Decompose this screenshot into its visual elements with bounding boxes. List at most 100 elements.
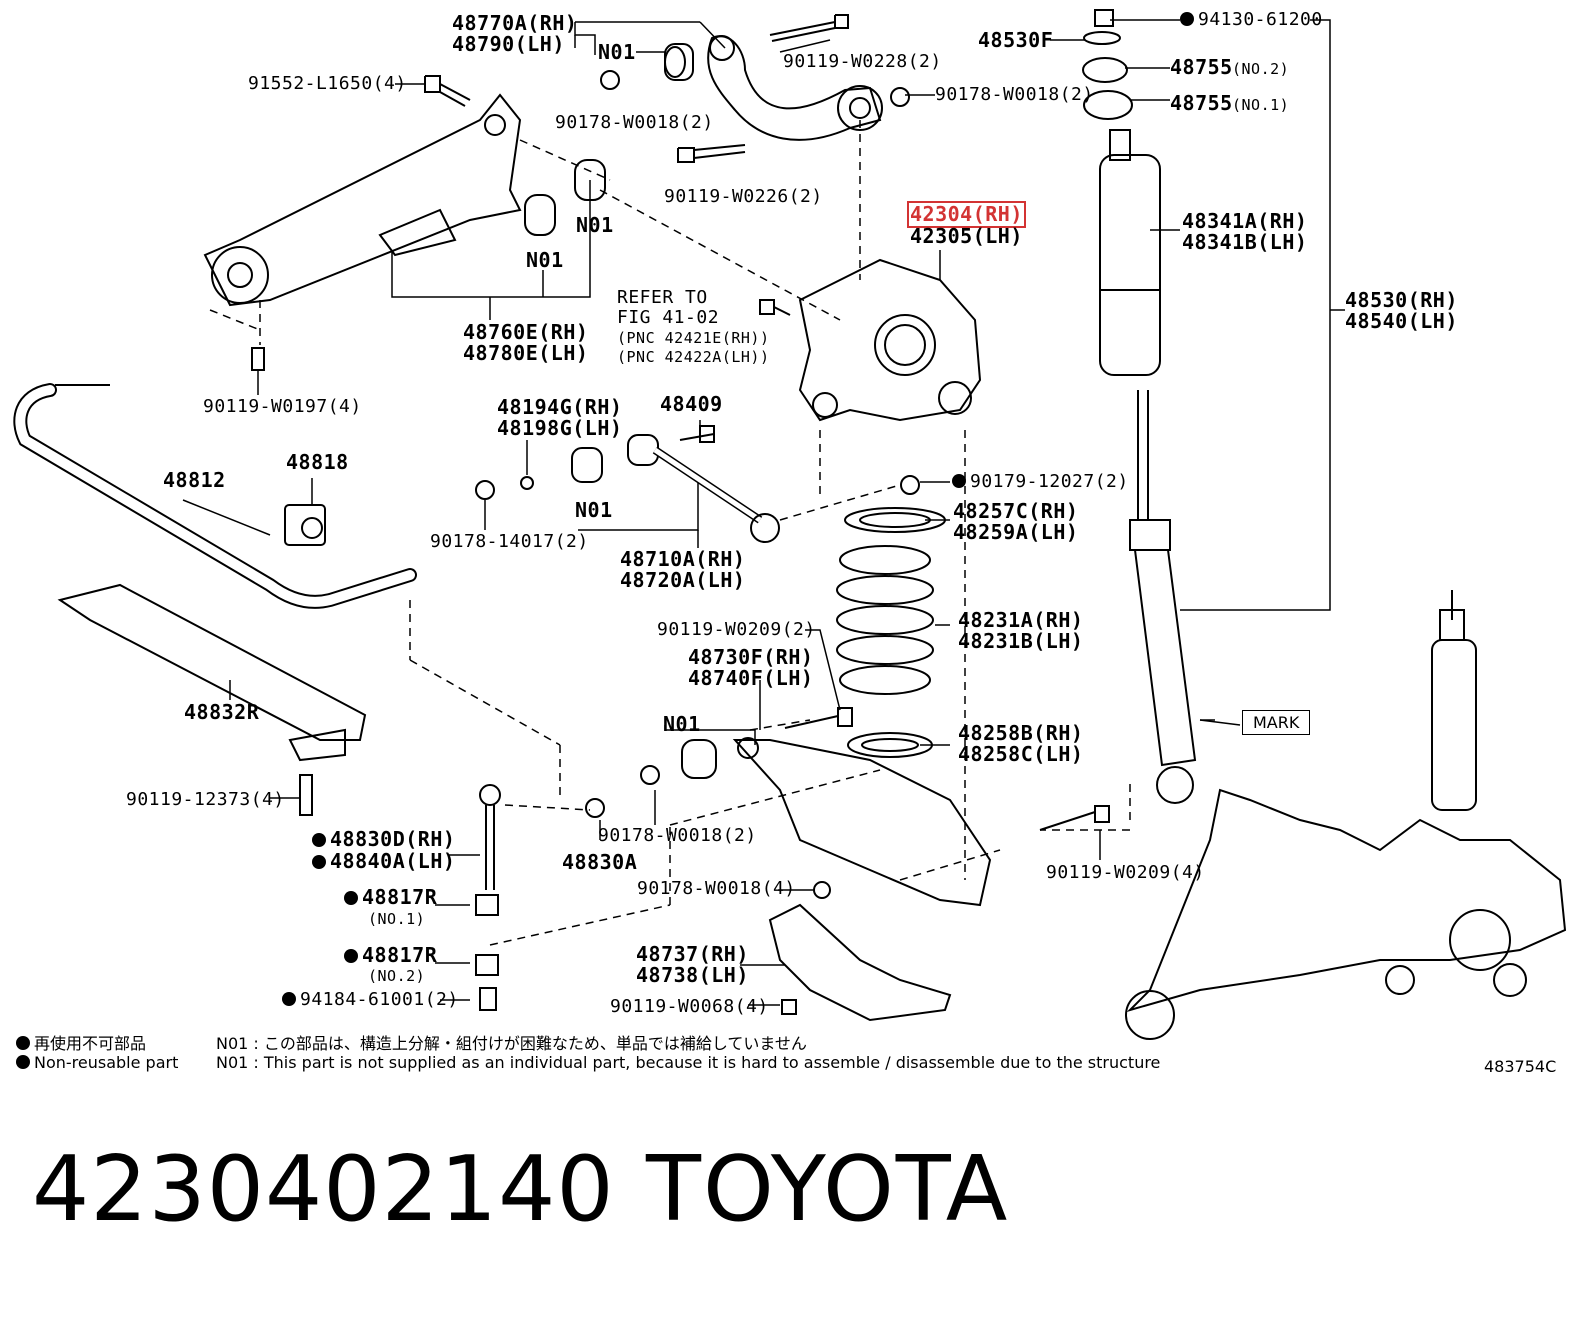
stabilizer-bar-48812 [13, 383, 417, 609]
label-48755-no2: 48755 [1170, 55, 1233, 79]
label-48530: 48530(RH) [1345, 288, 1458, 312]
toe-control-arm-48710a [627, 434, 780, 543]
label-48830a: 48830A [562, 850, 638, 874]
non-reusable-dot-icon [16, 1036, 30, 1050]
label-48257c: 48257C(RH) [953, 499, 1079, 523]
label-no2-b: (NO.2) [368, 967, 426, 985]
label-42304-highlighted: 42304(RH) [907, 201, 1026, 228]
label-48832r: 48832R [184, 700, 260, 724]
label-48730f: 48730F(RH) [688, 645, 814, 669]
label-90119-w0228: 90119-W0228(2) [783, 51, 942, 72]
label-48341b: 48341B(LH) [1182, 230, 1308, 254]
label-48341a: 48341A(RH) [1182, 209, 1308, 233]
label-no1-b: (NO.1) [368, 910, 426, 928]
bolts [251, 14, 1110, 1015]
label-no2-a: (NO.2) [1232, 60, 1290, 78]
legend-jp-text: 再使用不可部品 [34, 1034, 147, 1053]
label-48830d: 48830D(RH) [312, 829, 455, 850]
label-48812: 48812 [163, 468, 226, 492]
non-reusable-dot-icon [344, 891, 358, 905]
assembled-suspension-view [1125, 590, 1567, 1040]
bushings-n01-48760e [524, 159, 606, 236]
label-48194g: 48194G(RH) [497, 395, 623, 419]
label-48231b: 48231B(LH) [958, 629, 1084, 653]
label-90119-w0197: 90119-W0197(4) [203, 396, 362, 417]
label-94184-text: 94184-61001(2) [300, 989, 459, 1010]
label-48259a: 48259A(LH) [953, 520, 1079, 544]
brand-name: TOYOTA [646, 1137, 1010, 1242]
label-48830d-text: 48830D(RH) [330, 827, 456, 851]
label-90178-w0018-4: 90178-W0018(4) [637, 878, 796, 899]
label-48540: 48540(LH) [1345, 309, 1458, 333]
label-90179: 90179-12027(2) [952, 472, 1129, 492]
label-48710a: 48710A(RH) [620, 547, 746, 571]
label-94130-text: 94130-61200 [1198, 9, 1323, 30]
exploded-parts-diagram [13, 9, 1567, 1040]
figure-code: 483754C [1484, 1057, 1557, 1076]
label-48760e: 48760E(RH) [463, 320, 589, 344]
label-n01-a: N01 [576, 213, 614, 237]
label-48755-no1: 48755 [1170, 91, 1233, 115]
label-90119-w0226: 90119-W0226(2) [664, 186, 823, 207]
coil-spring-48231a [836, 545, 934, 695]
spring-seat-upper-48257c [844, 507, 946, 533]
lower-control-arm-48730f [732, 737, 992, 907]
mark-label-box: MARK [1242, 710, 1311, 735]
shock-absorber-48530 [1082, 9, 1197, 804]
label-94184: 94184-61001(2) [282, 990, 459, 1010]
non-reusable-dot-icon [16, 1055, 30, 1069]
non-reusable-dot-icon [952, 474, 966, 488]
non-reusable-dot-icon [312, 833, 326, 847]
label-n01-c: N01 [575, 498, 613, 522]
label-48790: 48790(LH) [452, 32, 565, 56]
label-48258b: 48258B(RH) [958, 721, 1084, 745]
label-91552: 91552-L1650(4) [248, 73, 407, 94]
label-48258c: 48258C(LH) [958, 742, 1084, 766]
label-48530f: 48530F [978, 28, 1054, 52]
steering-knuckle-42304 [798, 258, 982, 422]
label-90119-12373: 90119-12373(4) [126, 789, 285, 810]
label-48738: 48738(LH) [636, 963, 749, 987]
dashed-leaders [209, 120, 1131, 946]
label-48818: 48818 [286, 450, 349, 474]
label-90119-w0209-4: 90119-W0209(4) [1046, 862, 1205, 883]
label-90178-top-right: 90178-W0018(2) [935, 84, 1094, 105]
n01-note-en: N01 : This part is not supplied as an in… [216, 1053, 1161, 1072]
subframe-bracket-48832r [57, 583, 367, 762]
label-48740f: 48740F(LH) [688, 666, 814, 690]
label-48409: 48409 [660, 392, 723, 416]
label-48817r-2: 48817R [344, 945, 437, 966]
non-reusable-dot-icon [344, 949, 358, 963]
label-48231a: 48231A(RH) [958, 608, 1084, 632]
non-reusable-dot-icon [1180, 12, 1194, 26]
label-48817r-1-text: 48817R [362, 885, 438, 909]
legend-jp: 再使用不可部品 [16, 1030, 146, 1054]
label-90119-w0209-2: 90119-W0209(2) [657, 619, 816, 640]
label-48840a-text: 48840A(LH) [330, 849, 456, 873]
label-refer-2: FIG 41-02 [617, 307, 720, 328]
bushing-n01-top [664, 43, 694, 81]
label-90179-text: 90179-12027(2) [970, 471, 1129, 492]
label-no1-a: (NO.1) [1232, 96, 1290, 114]
bushing-n01-48730f [681, 739, 717, 779]
label-refer-3: (PNC 42421E(RH)) [617, 329, 770, 347]
label-n01-top: N01 [598, 40, 636, 64]
label-94130: 94130-61200 [1180, 10, 1323, 30]
stabilizer-bushing-48818 [284, 504, 326, 546]
label-42305: 42305(LH) [910, 224, 1023, 248]
trailing-arm-48760e [203, 93, 522, 307]
label-refer-4: (PNC 42422A(LH)) [617, 348, 770, 366]
label-90178-14017: 90178-14017(2) [430, 531, 589, 552]
label-48198g: 48198G(LH) [497, 416, 623, 440]
non-reusable-dot-icon [282, 992, 296, 1006]
label-n01-b: N01 [526, 248, 564, 272]
n01-note-jp: N01 : この部品は、構造上分解・組付けが困難なため、単品では補給していません [216, 1034, 807, 1053]
label-48770a: 48770A(RH) [452, 11, 578, 35]
stabilizer-link-48830d [475, 784, 501, 976]
label-90178-top-left: 90178-W0018(2) [555, 112, 714, 133]
label-48737: 48737(RH) [636, 942, 749, 966]
leader-lines [182, 19, 1345, 1006]
legend-en: Non-reusable part [16, 1053, 178, 1072]
non-reusable-dot-icon [312, 855, 326, 869]
upper-control-arm-48770a [707, 35, 883, 141]
